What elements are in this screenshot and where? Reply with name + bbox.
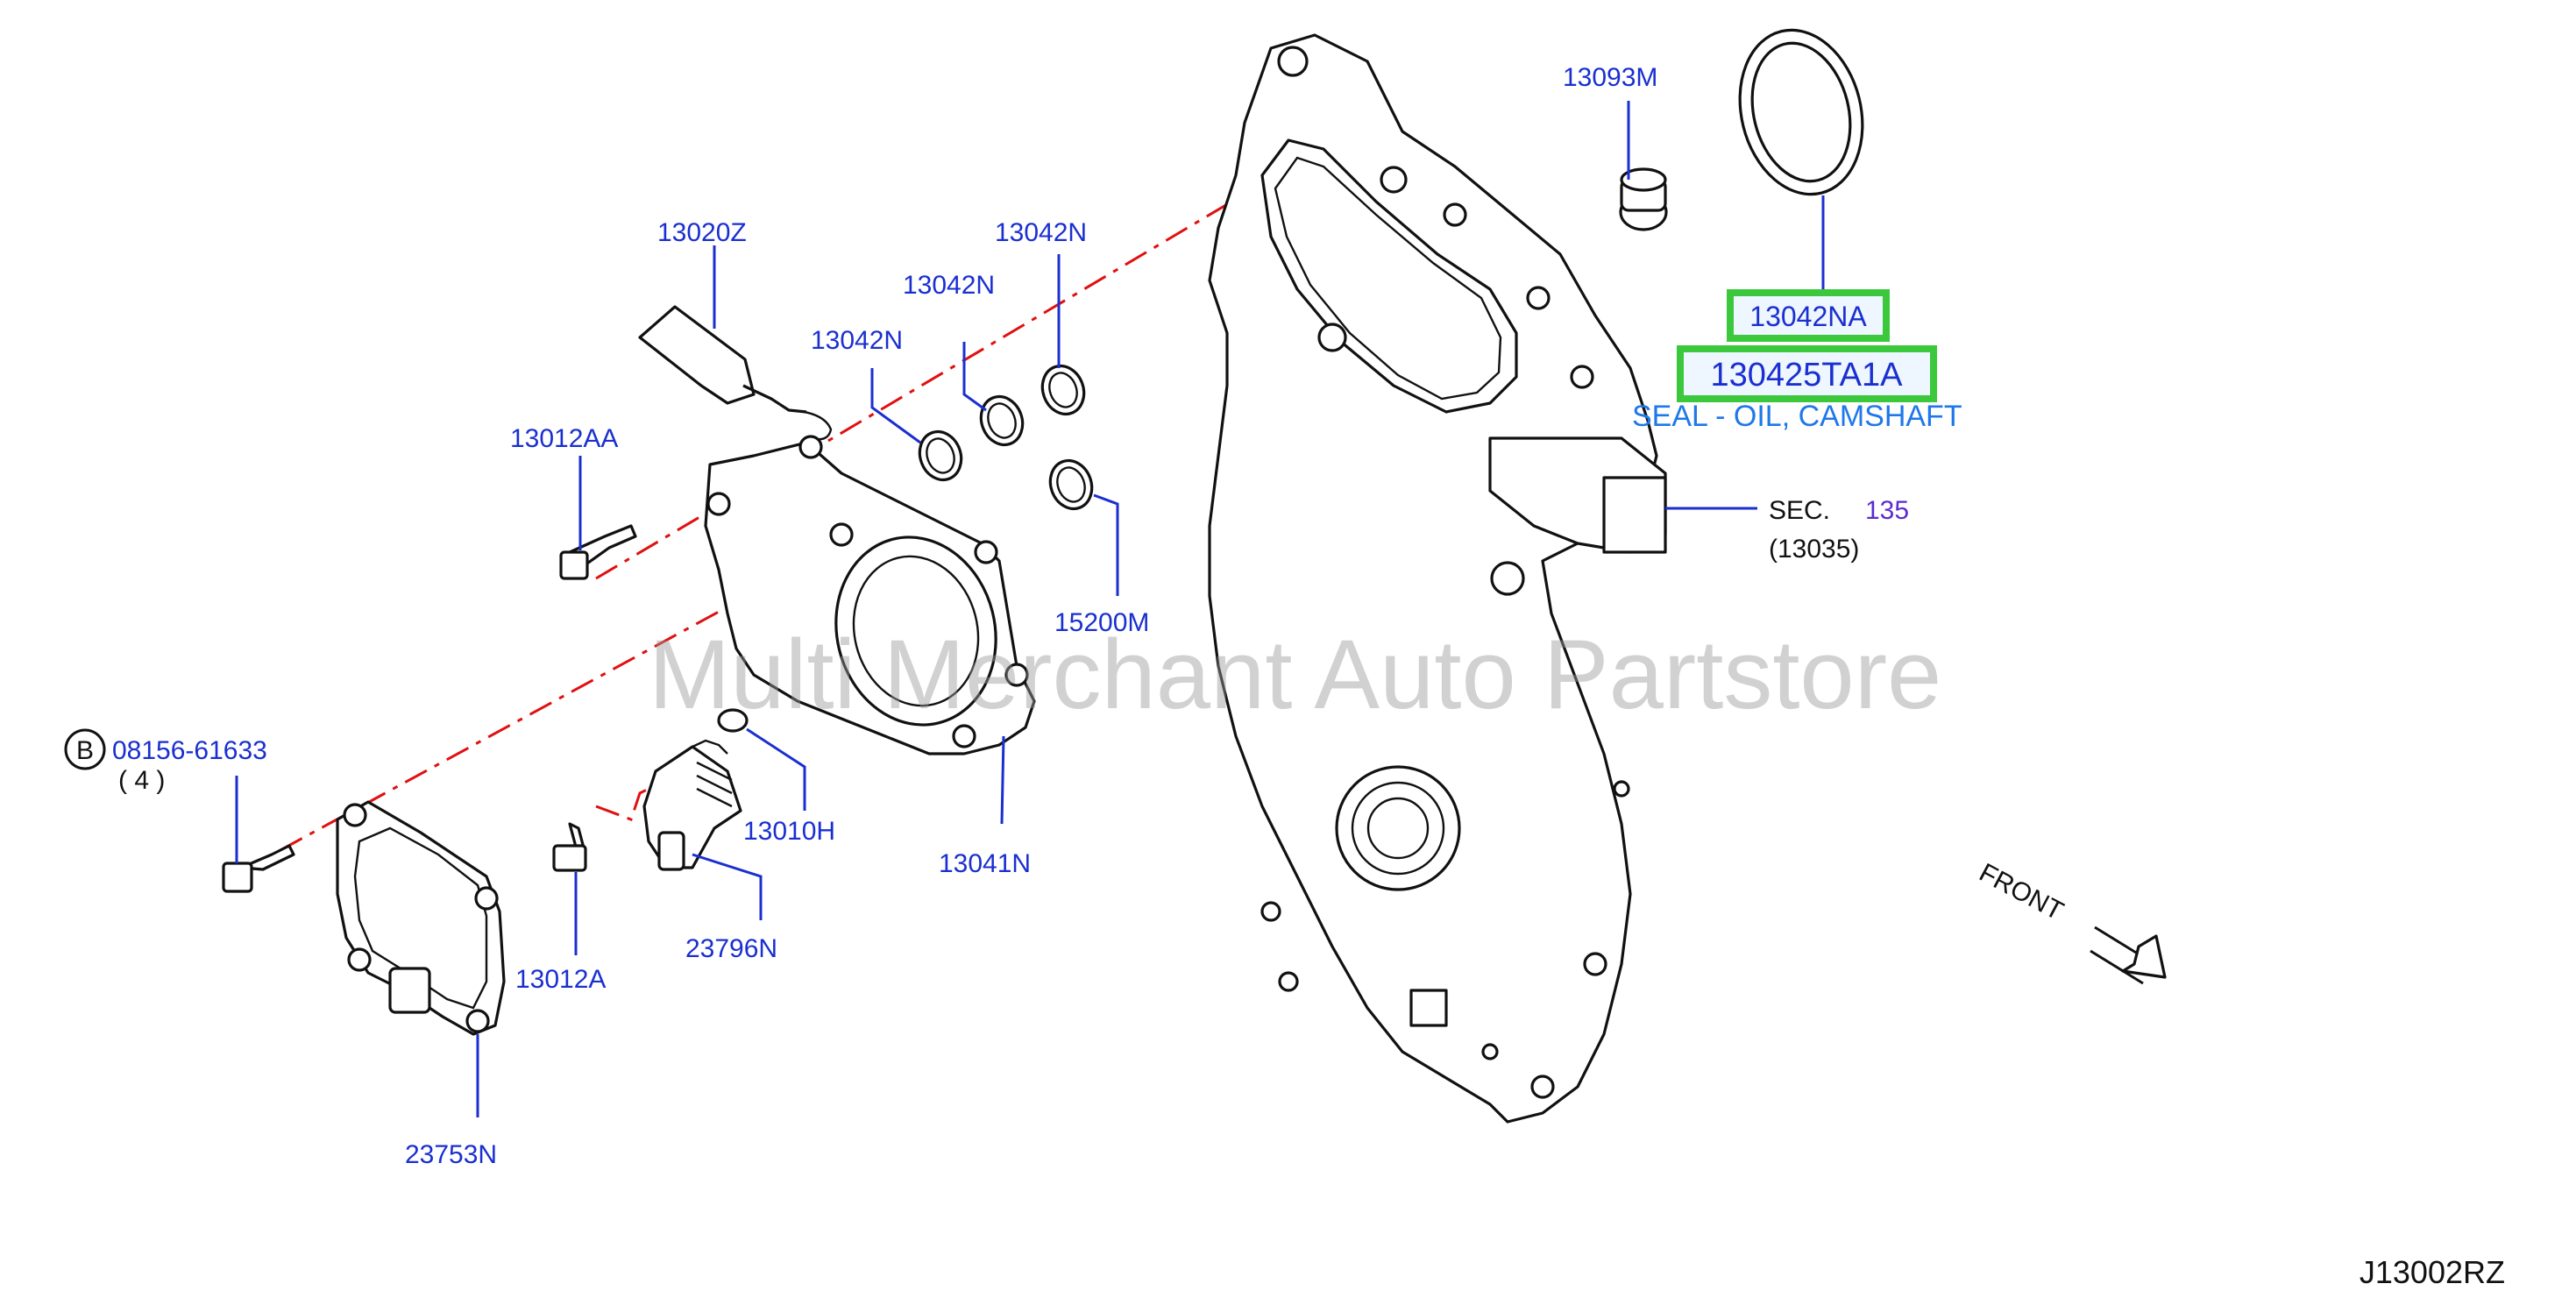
label-seal-description: SEAL - OIL, CAMSHAFT (1632, 400, 1962, 433)
bolt-13012a[interactable] (552, 822, 587, 872)
solenoid-valve-23796n[interactable] (642, 739, 742, 871)
label-13042n-a[interactable]: 13042N (811, 326, 903, 355)
plug-13093m[interactable] (1619, 167, 1668, 231)
o-ring-13010h[interactable] (717, 708, 749, 733)
label-23753n[interactable]: 23753N (405, 1140, 497, 1169)
label-13042n-c[interactable]: 13042N (995, 218, 1087, 247)
label-08156-qty: ( 4 ) (118, 766, 165, 795)
camshaft-oil-seal[interactable] (1723, 17, 1879, 207)
sealant-tube-13020z[interactable] (638, 305, 833, 441)
label-130425ta1a[interactable]: 130425TA1A (1710, 357, 1903, 394)
section-ref-number[interactable]: 135 (1865, 496, 1909, 525)
label-13042n-b[interactable]: 13042N (903, 271, 995, 300)
bolt-marker-letter: B (76, 736, 94, 765)
centerline-sensor (595, 778, 667, 821)
label-13093m[interactable]: 13093M (1563, 63, 1657, 92)
label-13012aa[interactable]: 13012AA (510, 424, 618, 453)
o-ring-13042n-c[interactable] (1036, 360, 1090, 420)
bolt-marker-b: B (64, 728, 106, 770)
case-boss (1602, 476, 1667, 554)
centerline-group (280, 145, 1324, 852)
diagram-code: J13002RZ (2360, 1254, 2505, 1290)
label-23796n[interactable]: 23796N (685, 934, 777, 963)
label-13010h[interactable]: 13010H (743, 817, 835, 846)
o-ring-13042n-b[interactable] (975, 391, 1029, 450)
o-ring-15200m[interactable] (1044, 455, 1098, 514)
cover-23753n[interactable] (336, 800, 506, 1036)
timing-chain-case[interactable] (1208, 33, 1667, 1124)
front-cover-13041n[interactable] (704, 435, 1036, 755)
bolt-13012aa[interactable] (559, 524, 637, 580)
highlight-box-13042na (1727, 289, 1890, 342)
centerline-lower (280, 524, 877, 852)
bolt-08156-61633[interactable] (222, 844, 295, 893)
leader-lines (235, 101, 1825, 1117)
highlight-box-130425ta1a (1677, 345, 1937, 402)
label-13020z[interactable]: 13020Z (657, 218, 747, 247)
section-ref-sub: (13035) (1769, 535, 1859, 564)
label-13041n[interactable]: 13041N (939, 849, 1031, 878)
o-ring-13042n-a[interactable] (913, 426, 968, 486)
watermark: Multi Merchant Auto Partstore (649, 620, 1941, 729)
section-ref-prefix: SEC. (1769, 496, 1830, 525)
label-13012a[interactable]: 13012A (515, 965, 606, 994)
case-crank-bore (1335, 765, 1461, 891)
front-label: FRONT (1975, 858, 2069, 926)
label-15200m[interactable]: 15200M (1054, 608, 1149, 637)
label-13042na[interactable]: 13042NA (1749, 301, 1867, 332)
front-direction-arrow (2090, 926, 2167, 985)
label-08156-61633[interactable]: 08156-61633 (112, 736, 267, 765)
